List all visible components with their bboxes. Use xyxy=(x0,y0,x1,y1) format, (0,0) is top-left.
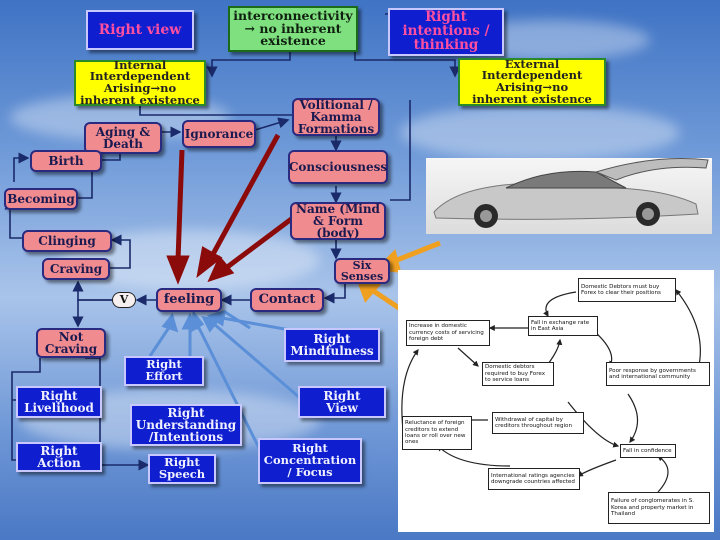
fc-increase-currency: Increase in domestic currency costs of s… xyxy=(406,320,490,346)
interconnectivity-box: interconnectivity → no inherent existenc… xyxy=(228,6,358,52)
name-form-box: Name (Mind & Form (body) xyxy=(290,202,386,240)
six-senses-box: Six Senses xyxy=(334,258,390,284)
right-action-box: Right Action xyxy=(16,442,102,472)
fc-reluctance: Reluctance of foreign creditors to exten… xyxy=(402,416,472,450)
volitional-box: Volitional / Kamma Formations xyxy=(292,98,380,136)
flowchart-arrows xyxy=(401,289,701,493)
aging-death-box: Aging & Death xyxy=(84,122,162,154)
craving-box: Craving xyxy=(42,258,110,280)
fc-domestic-debtors: Domestic Debtors must buy Forex to clear… xyxy=(578,278,676,302)
right-view-box: Right view xyxy=(86,10,194,50)
car-photo xyxy=(426,158,712,234)
car-icon xyxy=(433,158,709,228)
fc-failure-conglomerates: Failure of conglomerates in S. Korea and… xyxy=(608,492,710,524)
right-understanding-box: Right Understanding /Intentions xyxy=(130,404,242,446)
consciousness-box: Consciousness xyxy=(288,150,388,184)
right-mindfulness-box: Right Mindfulness xyxy=(284,328,380,362)
birth-box: Birth xyxy=(30,150,102,172)
crisis-flowchart: Domestic Debtors must buy Forex to clear… xyxy=(398,270,714,532)
clinging-box: Clinging xyxy=(22,230,112,252)
contact-box: Contact xyxy=(250,288,324,312)
ignorance-box: Ignorance xyxy=(182,120,256,148)
feeling-box: feeling xyxy=(156,288,222,312)
external-arising-box: External Interdependent Arising→no inher… xyxy=(458,58,606,106)
cloud xyxy=(400,105,680,160)
fc-international-ratings: International ratings agencies downgrade… xyxy=(488,468,580,490)
becoming-box: Becoming xyxy=(4,188,78,210)
v-node: V xyxy=(112,292,136,308)
right-concentration-box: Right Concentration / Focus xyxy=(258,438,362,484)
not-craving-box: Not Craving xyxy=(36,328,106,358)
right-effort-box: Right Effort xyxy=(124,356,204,386)
fc-domestic-required: Domestic debtors required to buy Forex t… xyxy=(482,362,554,386)
fc-fall-exchange: Fall in exchange rate in East Asia xyxy=(528,316,598,336)
fc-fall-confidence: Fall in confidence xyxy=(620,444,676,458)
right-view-path-box: Right View xyxy=(298,386,386,418)
fc-withdrawal: Withdrawal of capital by creditors throu… xyxy=(492,412,584,434)
internal-arising-box: Internal Interdependent Arising→no inher… xyxy=(74,59,206,106)
right-speech-box: Right Speech xyxy=(148,454,216,484)
right-intentions-box: Right intentions / thinking xyxy=(388,8,504,56)
fc-poor-response: Poor response by governments and interna… xyxy=(606,362,710,386)
right-livelihood-box: Right Livelihood xyxy=(16,386,102,418)
